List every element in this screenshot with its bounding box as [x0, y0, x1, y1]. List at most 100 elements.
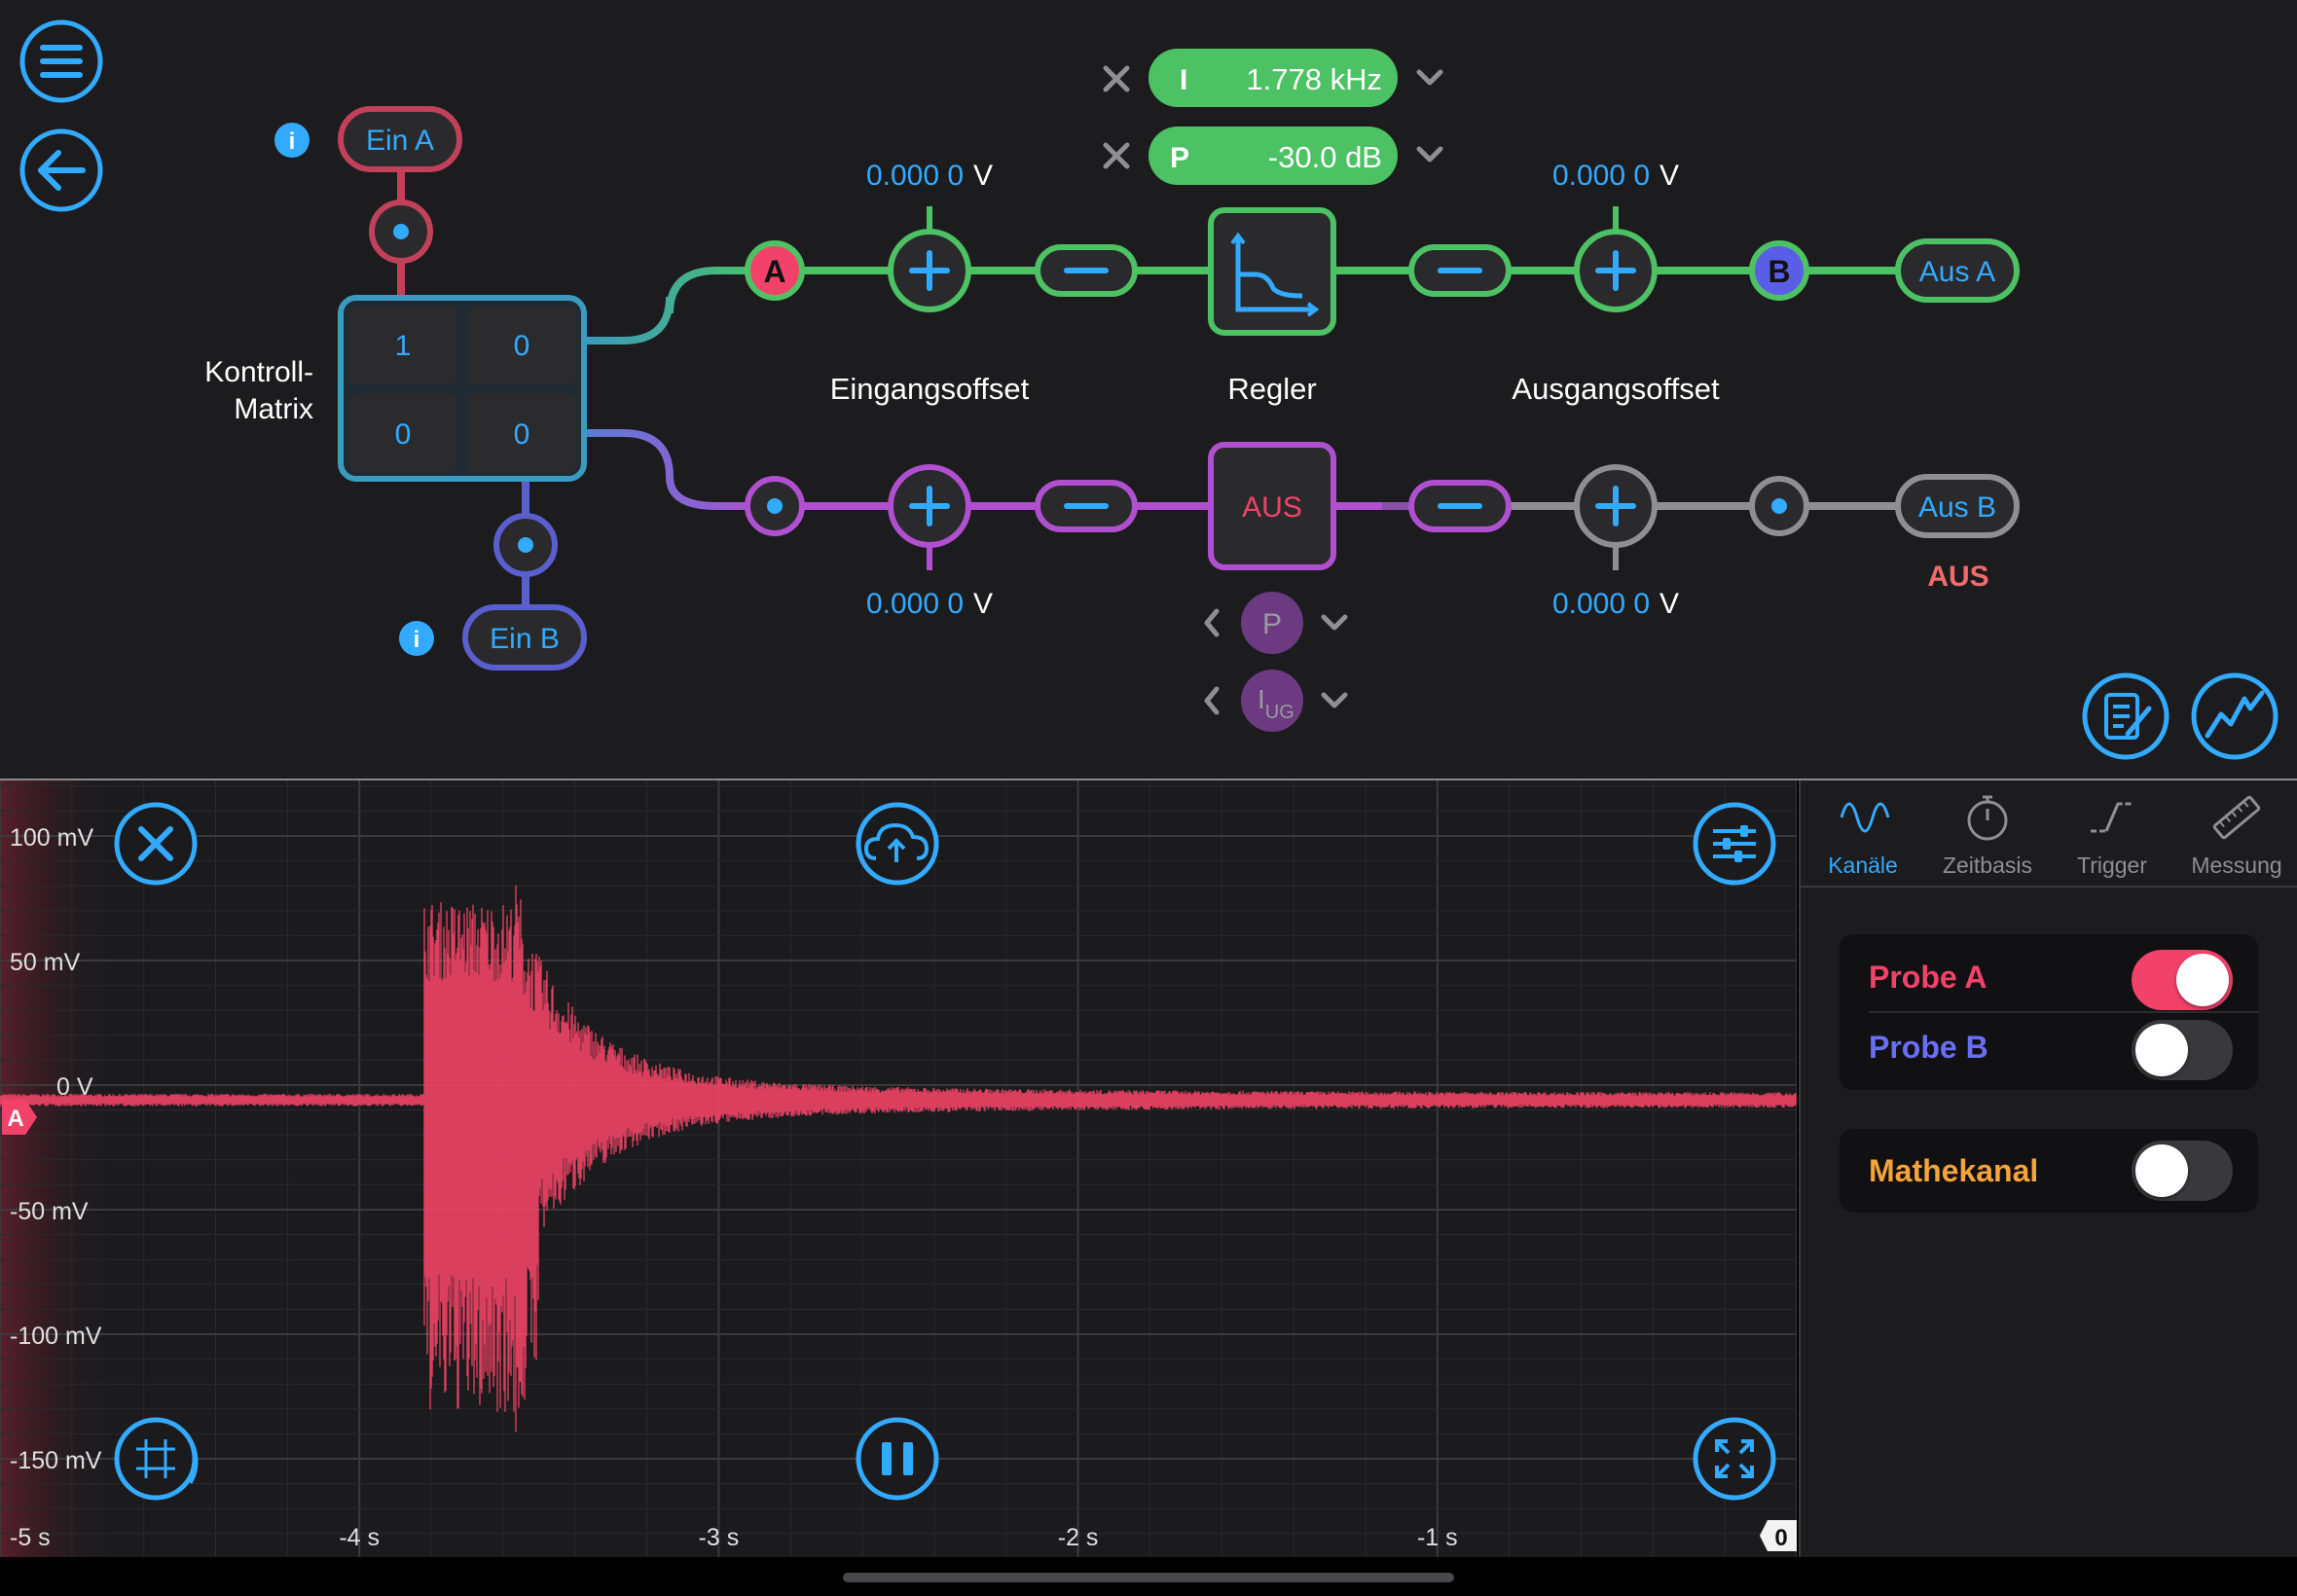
sliders-icon: [1713, 825, 1756, 862]
matrix-cell-b-b[interactable]: 0: [467, 393, 576, 473]
input-a-node[interactable]: Ein A: [338, 106, 462, 172]
probe-b-toggle[interactable]: [2132, 1020, 2233, 1080]
param-i-pill[interactable]: I 1.778 kHz: [1148, 49, 1398, 107]
control-matrix: 1 0 0 0: [338, 295, 587, 482]
selector-p-chevron-down-icon[interactable]: [1321, 614, 1348, 631]
param-p-chevron-down-icon[interactable]: [1416, 146, 1443, 163]
svg-text:A: A: [7, 1106, 23, 1132]
remove-param-p-button[interactable]: [1103, 142, 1130, 169]
math-channel-card: Mathekanal: [1840, 1129, 2258, 1213]
matrix-cell-b-a[interactable]: 0: [348, 393, 457, 473]
notes-button[interactable]: [2082, 672, 2169, 760]
svg-text:P: P: [1262, 608, 1282, 640]
channel-b-tag[interactable]: B: [1749, 240, 1809, 301]
probe-a-toggle[interactable]: [2132, 950, 2233, 1010]
matrix-cell-a-a[interactable]: 1: [348, 306, 457, 385]
svg-text:I: I: [1180, 64, 1187, 96]
svg-text:B: B: [1768, 254, 1790, 289]
output-b-label: Aus B: [1918, 491, 1996, 524]
svg-text:0: 0: [514, 418, 530, 451]
svg-text:0: 0: [1774, 1525, 1787, 1551]
math-channel-toggle[interactable]: [2132, 1141, 2233, 1201]
info-icon-ein-a[interactable]: i: [274, 123, 310, 158]
selector-iug-chevron-left-icon[interactable]: [1204, 686, 1220, 715]
input-offset-b-button[interactable]: [888, 464, 971, 548]
toggle-knob: [2176, 954, 2229, 1006]
input-a-label: Ein A: [366, 125, 434, 157]
trigger-edge-icon: [2091, 802, 2133, 833]
info-icon-ein-b[interactable]: i: [399, 621, 434, 656]
selector-p-chevron-left-icon[interactable]: [1204, 608, 1220, 637]
scope-grid: [0, 780, 1797, 1557]
plot-button[interactable]: [2191, 672, 2279, 760]
menu-button[interactable]: [19, 19, 103, 103]
output-offset-a-button[interactable]: [1574, 229, 1658, 312]
input-b-chain-junction[interactable]: [745, 476, 805, 536]
input-offset-a-button[interactable]: [888, 229, 971, 312]
panel-tabs: Kanäle Zeitbasis Trigger: [1801, 780, 2297, 888]
input-b-label: Ein B: [490, 623, 560, 655]
matrix-label-line1: Kontroll-: [204, 356, 313, 388]
pause-icon: [882, 1442, 913, 1475]
svg-text:A: A: [763, 254, 785, 289]
sine-wave-icon: [1840, 802, 1890, 833]
pause-button[interactable]: [856, 1417, 939, 1501]
hamburger-icon: [40, 45, 83, 78]
param-p-pill[interactable]: P -30.0 dB: [1148, 127, 1398, 185]
svg-text:IUG: IUG: [1258, 684, 1294, 723]
back-button[interactable]: [19, 128, 103, 212]
toggle-knob: [2135, 1144, 2188, 1197]
trigger-position-marker[interactable]: 0: [1760, 1520, 1797, 1551]
input-b-node[interactable]: Ein B: [462, 604, 587, 671]
controller-label: Regler: [1227, 372, 1316, 406]
plus-icon: [1595, 250, 1636, 291]
output-b-status: AUS: [1927, 561, 1988, 593]
selector-p-button[interactable]: P: [1241, 592, 1303, 654]
input-b-junction[interactable]: [493, 513, 558, 577]
section-divider: [0, 779, 2297, 780]
signal-wires: [397, 165, 1986, 608]
controller-b-button[interactable]: AUS: [1208, 442, 1336, 570]
cloud-upload-icon: [863, 822, 930, 862]
edit-document-icon: [2104, 693, 2152, 740]
grid-toggle-button[interactable]: [114, 1417, 199, 1501]
upload-button[interactable]: [856, 802, 939, 886]
remove-param-i-button[interactable]: [1103, 65, 1130, 92]
svg-text:1: 1: [395, 330, 412, 362]
matrix-cell-a-b[interactable]: 0: [467, 306, 576, 385]
selector-iug-button[interactable]: IUG: [1241, 670, 1303, 732]
subtract-node-b-out[interactable]: [1408, 480, 1512, 532]
input-a-junction[interactable]: [369, 200, 433, 264]
fullscreen-button[interactable]: [1693, 1417, 1776, 1501]
output-b-node[interactable]: Aus B: [1895, 474, 2020, 538]
home-indicator[interactable]: [843, 1573, 1454, 1582]
tab-label: Kanäle: [1828, 852, 1898, 878]
tab-messung[interactable]: Messung: [2174, 780, 2297, 886]
subtract-node-b-in[interactable]: [1035, 480, 1138, 532]
tab-trigger[interactable]: Trigger: [2050, 780, 2174, 886]
math-channel-label: Mathekanal: [1869, 1153, 2039, 1188]
selector-iug-chevron-down-icon[interactable]: [1321, 692, 1348, 708]
tab-zeitbasis[interactable]: Zeitbasis: [1925, 780, 2050, 886]
channel-a-marker[interactable]: A: [0, 888, 37, 1135]
x-tick-label: -4 s: [339, 1524, 380, 1551]
subtract-node-a-in[interactable]: [1035, 244, 1138, 297]
channel-a-tag[interactable]: A: [745, 240, 805, 301]
output-offset-b-button[interactable]: [1574, 464, 1658, 548]
subtract-node-a-out[interactable]: [1408, 244, 1512, 297]
line-chart-icon: [2205, 690, 2265, 739]
lowpass-icon: [1230, 232, 1320, 317]
controller-a-button[interactable]: [1208, 207, 1336, 336]
scope-settings-button[interactable]: [1693, 802, 1776, 886]
output-a-node[interactable]: Aus A: [1895, 238, 2020, 303]
param-p-value: -30.0 dB: [1268, 140, 1382, 174]
tab-kanaele[interactable]: Kanäle: [1801, 780, 1925, 886]
close-scope-button[interactable]: [114, 802, 198, 886]
param-i-chevron-down-icon[interactable]: [1416, 69, 1443, 86]
output-b-chain-junction[interactable]: [1749, 476, 1809, 536]
plus-icon: [909, 486, 950, 526]
